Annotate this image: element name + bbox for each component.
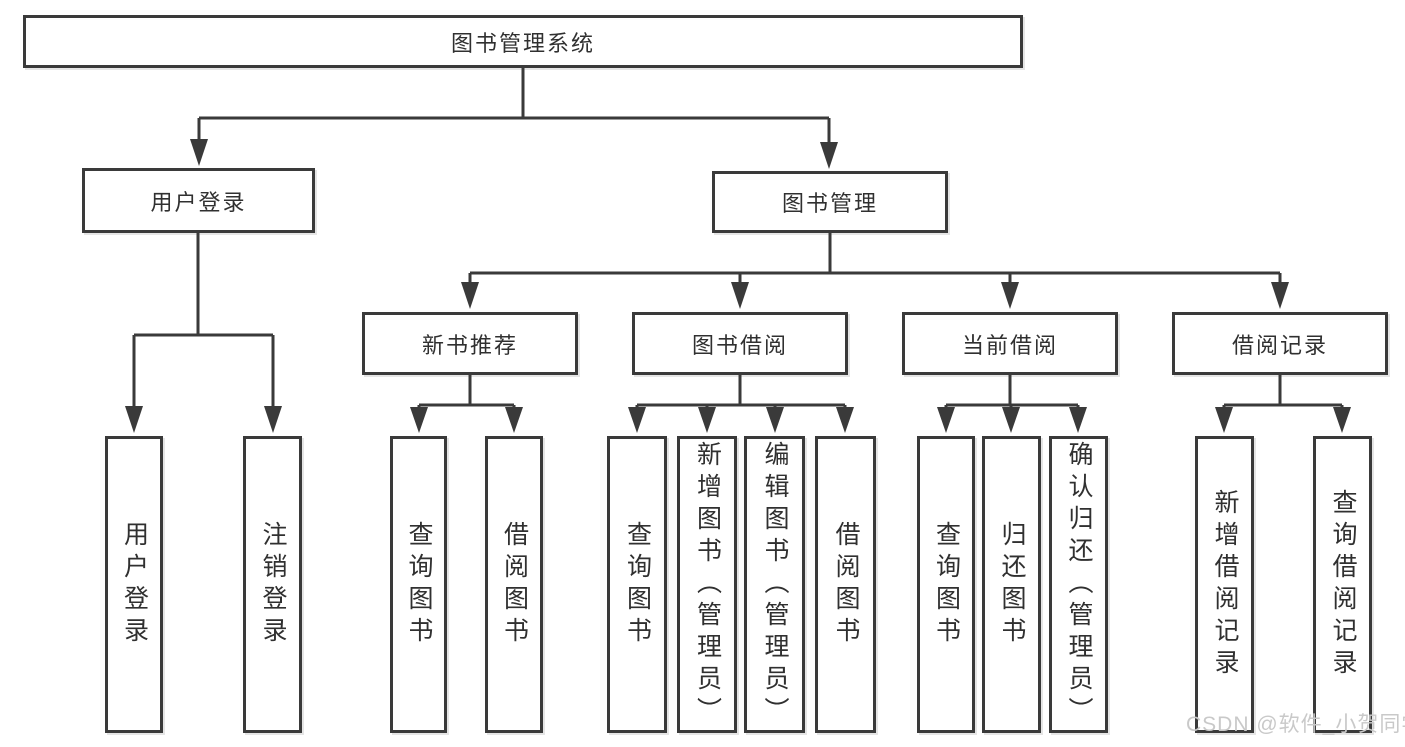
connector-new-book-recommend-to-children — [417, 375, 516, 409]
arrow-down-icon — [264, 406, 282, 433]
arrow-down-icon — [836, 407, 854, 433]
node-leaf-query-borrow-record: 查询借阅记录 — [1313, 436, 1372, 733]
node-book-management-label: 图书管理 — [781, 191, 878, 216]
node-user-login-label: 用户登录 — [150, 189, 247, 215]
node-borrowing-records: 借阅记录 — [1172, 312, 1388, 375]
node-leaf-query-books-3-label: 查询图书 — [932, 520, 961, 649]
node-leaf-query-books-2: 查询图书 — [607, 436, 667, 733]
node-book-borrowing-label: 图书借阅 — [691, 332, 788, 358]
arrow-down-icon — [190, 139, 208, 166]
node-leaf-add-books-admin: 新增图书（管理员） — [677, 436, 737, 733]
node-leaf-confirm-return-admin: 确认归还（管理员） — [1049, 436, 1108, 733]
node-leaf-edit-books-admin-label: 编辑图书（管理员） — [761, 440, 789, 729]
node-root: 图书管理系统 — [23, 15, 1023, 68]
arrow-down-icon — [766, 407, 784, 433]
node-new-book-recommend-label: 新书推荐 — [421, 332, 518, 358]
arrow-down-icon — [1333, 407, 1351, 433]
node-user-login: 用户登录 — [82, 168, 315, 233]
node-book-management: 图书管理 — [712, 171, 948, 233]
node-leaf-query-borrow-record-label: 查询借阅记录 — [1329, 488, 1357, 681]
node-leaf-logout-label: 注销登录 — [259, 520, 287, 649]
csdn-watermark: CSDN @软件_小贺同学 — [1186, 713, 1405, 736]
node-book-borrowing: 图书借阅 — [632, 312, 848, 375]
node-leaf-add-borrow-record: 新增借阅记录 — [1195, 436, 1254, 733]
node-current-borrowing: 当前借阅 — [902, 312, 1118, 375]
arrow-down-icon — [731, 282, 749, 309]
connector-user-login-to-children — [132, 233, 275, 408]
node-leaf-add-borrow-record-label: 新增借阅记录 — [1211, 488, 1239, 681]
connector-book-management-to-level3 — [468, 233, 1282, 283]
arrow-down-icon — [1215, 407, 1233, 433]
node-leaf-user-login-label: 用户登录 — [120, 520, 149, 649]
arrow-down-icon — [937, 407, 955, 433]
node-leaf-edit-books-admin: 编辑图书（管理员） — [744, 436, 805, 733]
node-borrowing-records-label: 借阅记录 — [1231, 332, 1328, 358]
arrow-down-icon — [410, 407, 428, 433]
node-leaf-query-books-3: 查询图书 — [917, 436, 975, 733]
arrow-down-icon — [1271, 282, 1289, 309]
node-leaf-borrow-books-1-label: 借阅图书 — [500, 520, 529, 649]
node-leaf-confirm-return-admin-label: 确认归还（管理员） — [1065, 440, 1093, 729]
arrowheads — [125, 139, 1351, 433]
arrow-down-icon — [628, 407, 646, 433]
connector-borrowing-records-to-children — [1222, 375, 1344, 409]
node-leaf-add-books-admin-label: 新增图书（管理员） — [693, 440, 722, 729]
node-leaf-borrow-books-2-label: 借阅图书 — [832, 520, 860, 649]
node-root-label: 图书管理系统 — [450, 30, 595, 56]
arrow-down-icon — [125, 406, 143, 433]
arrow-down-icon — [1069, 407, 1087, 433]
node-leaf-query-books-2-label: 查询图书 — [623, 520, 652, 649]
arrow-down-icon — [820, 142, 838, 169]
node-leaf-user-login: 用户登录 — [105, 436, 163, 733]
node-new-book-recommend: 新书推荐 — [362, 312, 578, 375]
node-current-borrowing-label: 当前借阅 — [961, 332, 1058, 358]
arrow-down-icon — [505, 407, 523, 433]
node-leaf-return-books-label: 归还图书 — [998, 520, 1026, 649]
node-leaf-logout: 注销登录 — [243, 436, 302, 733]
node-leaf-query-books-1-label: 查询图书 — [405, 520, 433, 649]
connector-current-borrowing-to-children — [944, 375, 1080, 409]
connector-book-borrowing-to-children — [635, 375, 847, 409]
arrow-down-icon — [698, 407, 716, 433]
node-leaf-borrow-books-2: 借阅图书 — [815, 436, 876, 733]
arrow-down-icon — [461, 282, 479, 309]
node-leaf-query-books-1: 查询图书 — [390, 436, 447, 733]
node-leaf-borrow-books-1: 借阅图书 — [485, 436, 543, 733]
connector-root-to-level2 — [197, 68, 831, 144]
node-leaf-return-books: 归还图书 — [982, 436, 1041, 733]
arrow-down-icon — [1002, 407, 1020, 433]
arrow-down-icon — [1001, 282, 1019, 309]
